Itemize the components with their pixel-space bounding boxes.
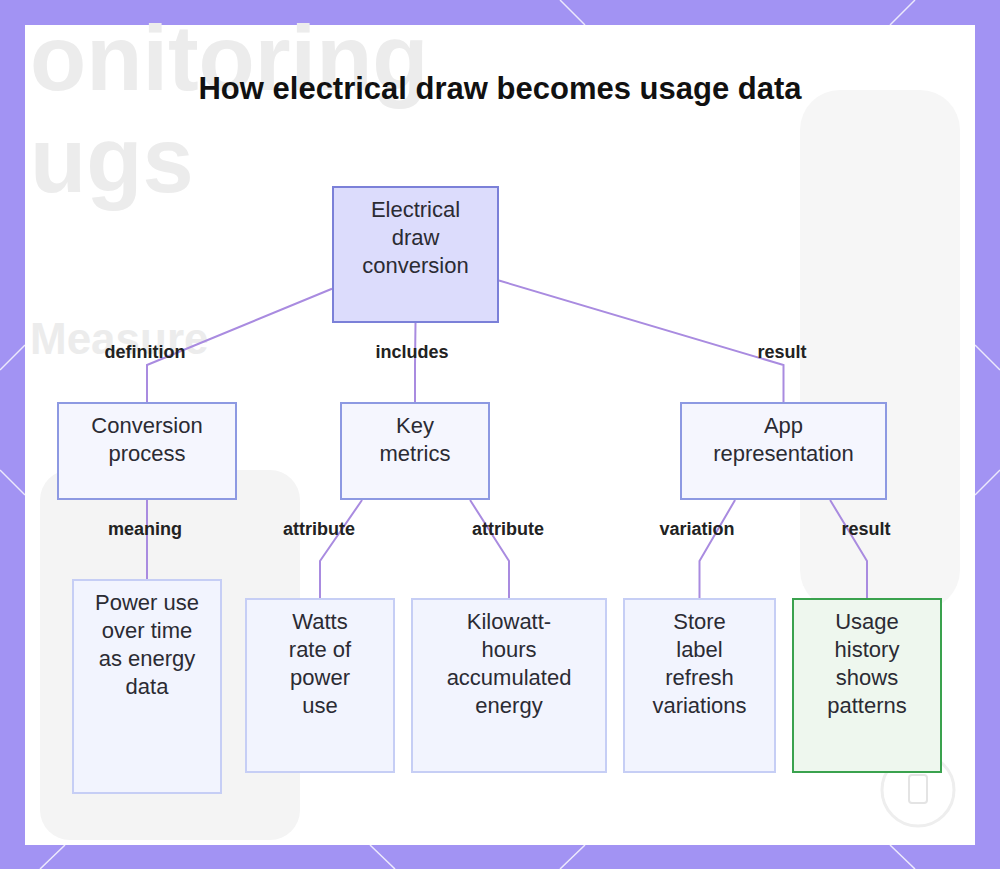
blurred-device (800, 90, 960, 610)
root-box: Electrical draw conversion (332, 186, 499, 323)
diagram-title: How electrical draw becomes usage data (150, 68, 850, 110)
node-text: Conversion process (69, 412, 225, 468)
concept-box: Power use over time as energy data (72, 579, 222, 794)
node-text: Store label refresh variations (650, 608, 749, 720)
edge-label: includes (375, 341, 448, 363)
connector-line (146, 500, 148, 579)
connector-line (320, 500, 362, 598)
concept-box: Store label refresh variations (623, 598, 776, 773)
edge-label: result (841, 518, 890, 540)
watermark-text: ugs (30, 110, 194, 211)
white-panel (25, 25, 975, 845)
node-text: Kilowatt-hours accumulated energy (446, 608, 572, 720)
plug-icon-body (909, 775, 927, 803)
edge-label: variation (659, 518, 734, 540)
node-text: Power use over time as energy data (92, 589, 202, 701)
concept-box: Key metrics (340, 402, 490, 500)
node-text: App representation (692, 412, 875, 468)
edge-label: attribute (472, 518, 544, 540)
node-text: Usage history shows patterns (820, 608, 914, 720)
connector-line (499, 281, 784, 402)
node-text: Electrical draw conversion (358, 196, 473, 280)
concept-box: Conversion process (57, 402, 237, 500)
concept-box: App representation (680, 402, 887, 500)
node-text: Key metrics (362, 412, 468, 468)
connector-line (700, 500, 736, 598)
concept-box: Kilowatt-hours accumulated energy (411, 598, 607, 773)
concept-box: Watts rate of power use (245, 598, 395, 773)
edge-label: definition (105, 341, 186, 363)
edge-label: result (757, 341, 806, 363)
edge-label: attribute (283, 518, 355, 540)
node-text: Watts rate of power use (277, 608, 363, 720)
connector-line (414, 323, 417, 402)
connector-line (470, 500, 509, 598)
connector-line (830, 500, 867, 598)
concept-box: Usage history shows patterns (792, 598, 942, 773)
edge-label: meaning (108, 518, 182, 540)
